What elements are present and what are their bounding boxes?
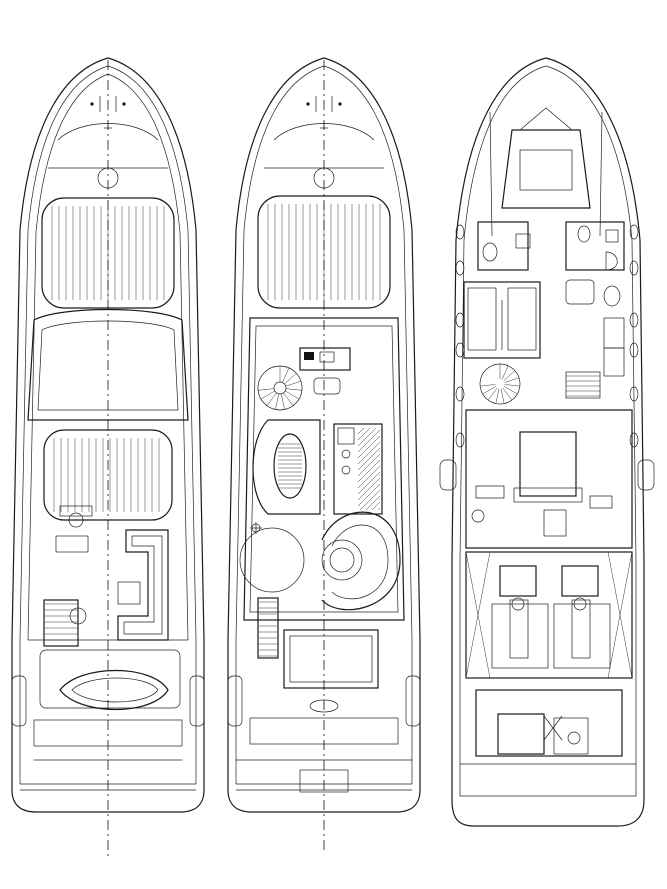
porthole-icon <box>629 386 639 402</box>
porthole-icon <box>629 260 639 276</box>
galley <box>333 423 383 515</box>
porthole-icon <box>455 432 465 448</box>
helm-station <box>55 505 93 553</box>
porthole-icon <box>629 342 639 358</box>
main-spiral-stair <box>257 365 303 411</box>
forward-cabin <box>489 107 603 237</box>
cockpit-table <box>283 629 379 689</box>
flybridge-stairs <box>43 599 87 647</box>
porthole-icon <box>455 312 465 328</box>
lower-deck-hull-outline <box>451 57 645 827</box>
twin-cabin <box>463 281 541 359</box>
cockpit-stairs <box>257 597 279 659</box>
porthole-icon <box>455 386 465 402</box>
starboard-engine <box>561 565 599 659</box>
porthole-icon <box>455 224 465 240</box>
flybridge-u-sofa <box>117 529 169 641</box>
saloon-sofa <box>239 511 401 611</box>
lower-deck-plan <box>439 57 655 827</box>
flybridge-plan <box>11 57 205 860</box>
lower-spiral-stair <box>479 363 521 405</box>
forward-heads <box>477 221 625 271</box>
engine-room <box>465 551 633 679</box>
port-engine <box>499 565 537 659</box>
midship-heads <box>565 279 625 377</box>
flybridge-hull-outline <box>11 57 205 813</box>
porthole-icon <box>629 224 639 240</box>
porthole-icon <box>629 312 639 328</box>
crew-quarters <box>475 689 623 757</box>
porthole-icon <box>455 260 465 276</box>
lower-helm <box>299 347 351 395</box>
porthole-icon <box>629 432 639 448</box>
main-deck-hull-outline <box>227 57 421 813</box>
porthole-icon <box>455 342 465 358</box>
master-cabin <box>465 409 633 549</box>
tender <box>59 669 169 711</box>
main-deck-plan <box>227 57 421 850</box>
dining-area <box>252 419 321 515</box>
